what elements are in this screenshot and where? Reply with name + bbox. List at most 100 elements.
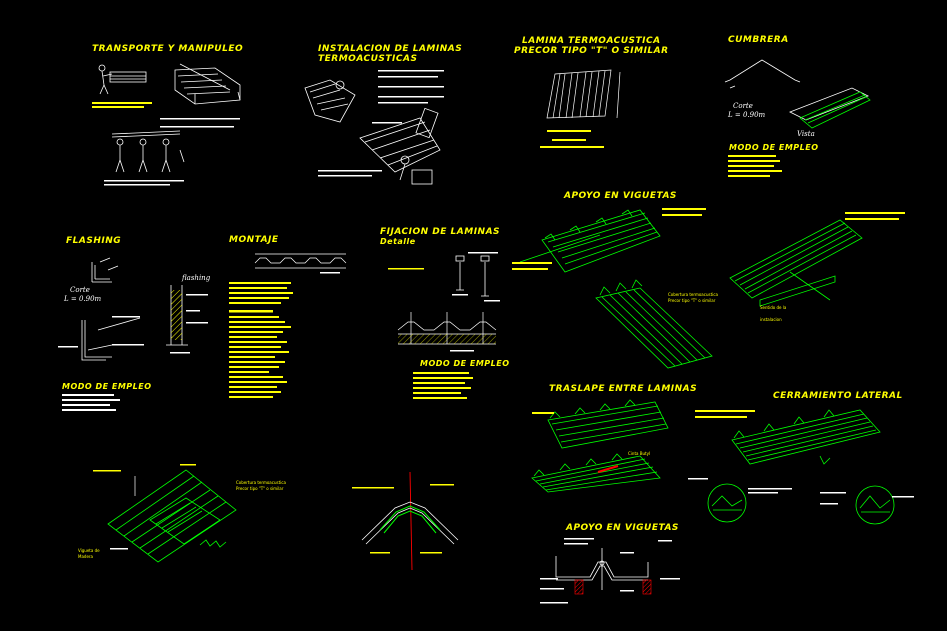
montaje-note-dim <box>320 272 340 274</box>
lamina-spec-2 <box>552 139 586 141</box>
flashing-iso-cobertura-2: Precor tipo "T" o similar <box>236 486 284 491</box>
fijacion-note-1 <box>388 268 424 270</box>
cerramiento-note-5 <box>748 492 778 494</box>
apoyo2-note-8 <box>620 590 634 592</box>
apoyo-left-purlin <box>574 579 584 595</box>
section-apoyo-viguetas-2: APOYO EN VIGUETAS <box>540 523 680 604</box>
traslape-cinta-label: Cinta Butyl <box>628 451 650 456</box>
title-modo-empleo-flashing: MODO DE EMPLEO <box>62 382 152 391</box>
lamina-spec-1 <box>547 130 591 132</box>
flashing-iso-vigueta-2: Madera <box>78 554 94 559</box>
apoyo-panel-3 <box>729 219 863 307</box>
install-note-6 <box>372 122 402 124</box>
fijacion-screws <box>455 255 490 297</box>
install-note-2 <box>378 76 438 78</box>
section-flashing-iso: Cobertura termoacustica Precor tipo "T" … <box>78 464 286 563</box>
section-cerramiento: CERRAMIENTO LATERAL <box>688 391 914 525</box>
fijacion-instructions <box>413 372 473 399</box>
cerramiento-note-2 <box>695 416 747 418</box>
apoyo2-note-4 <box>658 540 672 542</box>
apoyo-note-5 <box>845 212 905 214</box>
apoyo-cobertura-label-2: Precor tipo "T" o similar <box>668 298 716 303</box>
section-apoyo-viguetas-1: APOYO EN VIGUETAS Cobertura termoacustic… <box>512 191 905 369</box>
install-note-3 <box>378 86 444 88</box>
title-montaje: MONTAJE <box>229 235 279 245</box>
title-cerramiento: CERRAMIENTO LATERAL <box>773 391 903 401</box>
ridge-profile <box>361 501 459 545</box>
flashing-side-label: flashing <box>181 274 211 282</box>
fijacion-note-3 <box>484 300 500 302</box>
transport-note-6 <box>104 184 170 186</box>
apoyo-sentido-label-2: instalacion <box>760 317 782 322</box>
transport-note-2 <box>92 106 144 108</box>
cumbrera-corte-label: Corte <box>733 102 753 110</box>
title-traslape: TRASLAPE ENTRE LAMINAS <box>549 384 697 394</box>
apoyo2-note-1 <box>564 538 594 540</box>
cerramiento-note-8 <box>892 496 914 498</box>
cumbrera-note-5 <box>728 175 770 177</box>
title-detalle: Detalle <box>380 237 416 246</box>
apoyo-note-6 <box>845 218 899 220</box>
flashing-wall-hatch <box>171 290 182 340</box>
lamina-panel-drawing <box>546 69 621 119</box>
flashing-note-a <box>112 316 140 318</box>
flashing-profile <box>91 257 119 283</box>
traslape-panel-1 <box>547 399 669 449</box>
apoyo2-note-3 <box>620 552 634 554</box>
cumbrera-note-4 <box>728 170 782 172</box>
ridge-note-3 <box>370 552 390 554</box>
cerramiento-note-4 <box>748 488 792 490</box>
section-cumbrera: CUMBRERA Corte L = 0.90m Vista MODO DE E… <box>724 35 871 177</box>
title-lamina-2: PRECOR TIPO "T" O SIMILAR <box>514 46 669 56</box>
flashing-modo-note-1 <box>62 394 114 396</box>
flashing-corte-dim: L = 0.90m <box>63 295 102 303</box>
flashing-modo-note-4 <box>62 409 116 411</box>
apoyo2-note-7 <box>540 588 564 590</box>
flashing-modo-note-2 <box>62 399 120 401</box>
cumbrera-green-ridge <box>799 91 871 129</box>
title-fijacion: FIJACION DE LAMINAS <box>380 227 500 237</box>
title-instalacion-1: INSTALACION DE LAMINAS <box>318 44 462 54</box>
cerramiento-detail-1 <box>707 483 747 523</box>
apoyo-right-purlin <box>642 579 652 595</box>
section-fijacion: FIJACION DE LAMINAS Detalle MODO DE EMPL… <box>380 227 509 399</box>
apoyo2-note-6 <box>660 578 680 580</box>
section-ridge-detail <box>352 471 459 571</box>
transport-note-4 <box>160 126 234 128</box>
ridge-note-1 <box>352 487 394 489</box>
fijacion-note-4 <box>468 252 498 254</box>
apoyo-sentido-label-1: Sentido de la <box>760 305 787 310</box>
apoyo-section-profile <box>555 548 649 590</box>
title-instalacion-2: TERMOACUSTICAS <box>318 54 417 64</box>
title-apoyo-viguetas-2: APOYO EN VIGUETAS <box>565 523 679 533</box>
section-instalacion: INSTALACION DE LAMINAS TERMOACUSTICAS <box>304 44 462 185</box>
cumbrera-note-3 <box>728 165 774 167</box>
cerramiento-detail-2 <box>855 485 895 525</box>
traslape-panel-2 <box>531 453 661 493</box>
transport-note-5 <box>104 180 184 182</box>
title-flashing: FLASHING <box>66 236 121 246</box>
lamina-spec-3 <box>540 146 604 148</box>
install-note-7 <box>318 170 382 172</box>
flashing-note-c <box>112 344 144 346</box>
flashing-iso-note-1 <box>93 470 121 472</box>
section-montaje: MONTAJE <box>229 235 347 398</box>
traslape-butyl-tape <box>597 465 619 473</box>
install-note-8 <box>318 175 372 177</box>
flashing-side-note-1 <box>186 294 208 296</box>
apoyo-note-1 <box>662 208 706 210</box>
install-note-5 <box>378 102 428 104</box>
carry-workers-illustration <box>111 130 185 173</box>
cerramiento-note-1 <box>695 410 755 412</box>
flashing-modo-note-3 <box>62 404 110 406</box>
flashing-corte-label: Corte <box>70 286 90 294</box>
cumbrera-note-1 <box>728 155 776 157</box>
fijacion-note-5 <box>450 350 474 352</box>
apoyo-note-2 <box>662 214 702 216</box>
install-note-1 <box>378 70 444 72</box>
flashing-iso-note-3 <box>110 548 128 550</box>
cumbrera-note-2 <box>728 160 780 162</box>
apoyo-panel-1 <box>519 209 661 273</box>
flashing-side-note-3 <box>186 322 208 324</box>
